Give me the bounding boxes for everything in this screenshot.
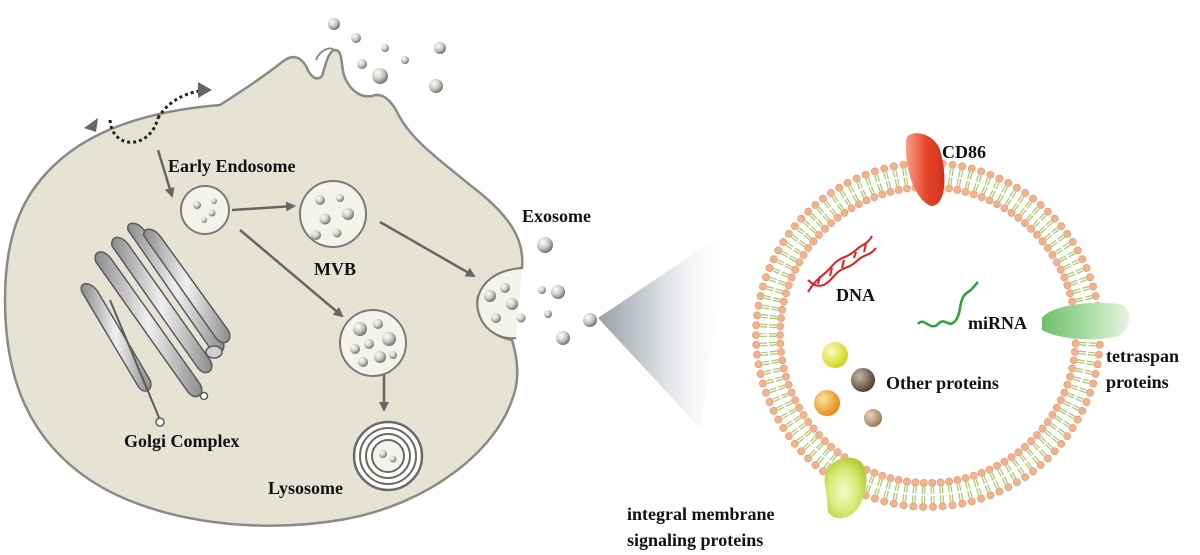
label-mvb: MVB [314, 259, 356, 279]
label-dna: DNA [836, 285, 875, 305]
arrowhead-icon [84, 118, 98, 132]
protein-yellow [822, 342, 848, 368]
lysosome [352, 420, 424, 492]
label-integral-1: integral membrane [627, 504, 774, 524]
released-exosomes [328, 18, 597, 345]
dna-icon [807, 235, 877, 293]
zoom-cone [598, 228, 732, 428]
mirna-icon [917, 281, 979, 328]
arrow-endosome-to-mvb-lower [239, 229, 344, 318]
label-integral-2: signaling proteins [627, 530, 763, 550]
early-endosome [180, 185, 230, 235]
golgi-complex [80, 222, 231, 427]
cell-membrane [3, 48, 524, 527]
label-lysosome: Lysosome [268, 478, 343, 498]
label-other-proteins: Other proteins [886, 373, 999, 393]
arrow-to-early-endosome [156, 149, 175, 198]
integral-membrane-protein [824, 457, 867, 519]
cd86-protein [905, 133, 945, 206]
label-early-endosome: Early Endosome [168, 156, 296, 176]
endocytic-pit [108, 117, 160, 144]
protein-orange [814, 390, 840, 416]
arrow-mvb-to-exosome [379, 220, 476, 278]
label-tetraspan-1: tetraspan [1106, 346, 1179, 366]
multivesicular-body [299, 180, 367, 248]
label-golgi-complex: Golgi Complex [124, 431, 240, 451]
arrow-endosome-to-mvb [231, 201, 296, 212]
membrane-flow-arrow [156, 88, 206, 119]
exosome-lipid-bilayer [752, 159, 1104, 511]
tetraspan-protein [1042, 302, 1130, 340]
membrane-bud [315, 47, 335, 61]
exosome-release-pocket [476, 267, 526, 340]
label-cd86: CD86 [942, 142, 986, 162]
protein-brown [851, 368, 875, 392]
label-mirna: miRNA [968, 313, 1027, 333]
label-tetraspan-2: proteins [1106, 372, 1169, 392]
protein-tan [864, 409, 882, 427]
arrowhead-icon [198, 82, 212, 98]
late-multivesicular-body [339, 309, 407, 377]
label-exosome: Exosome [522, 206, 591, 226]
